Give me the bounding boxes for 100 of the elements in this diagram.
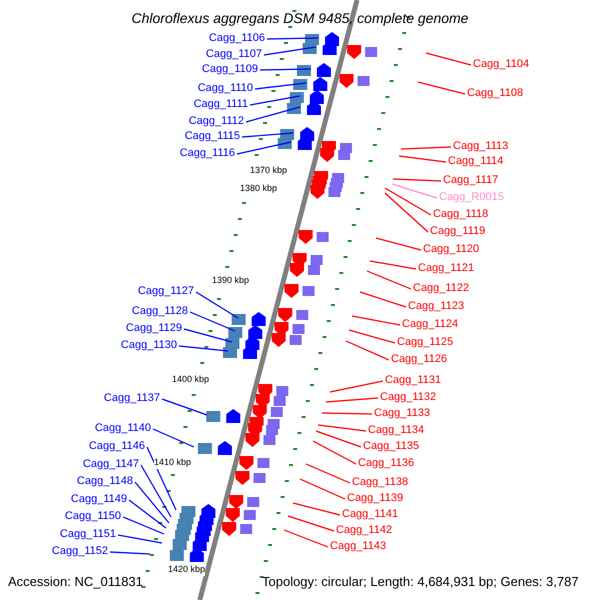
gene-label: Cagg_1127	[138, 285, 194, 298]
leader-line	[284, 529, 328, 548]
gene-label: Cagg_R0015	[439, 191, 504, 204]
gene-label: Cagg_1139	[347, 492, 404, 505]
gene-label: Cagg_1129	[126, 322, 182, 335]
gene-label: Cagg_1146	[88, 440, 145, 453]
leader-line	[118, 534, 162, 544]
gene-label: Cagg_1111	[194, 98, 248, 111]
gene-label: Cagg_1118	[433, 208, 488, 221]
leader-line	[190, 311, 236, 332]
gene-label: Cagg_1108	[467, 87, 524, 100]
gene-label: Cagg_1123	[408, 300, 464, 313]
leader-line	[398, 155, 446, 163]
leader-line	[288, 515, 334, 532]
gene-label: Cagg_1150	[64, 510, 121, 523]
leader-line	[348, 329, 396, 344]
leader-line	[384, 187, 432, 216]
gene-label: Cagg_1151	[60, 528, 116, 541]
gene-label: Cagg_1112	[188, 115, 244, 128]
gene-label: Cagg_1133	[374, 407, 430, 420]
gene-label: Cagg_1120	[423, 243, 480, 256]
leader-line	[392, 183, 438, 199]
leader-line	[266, 37, 318, 40]
gene-label: Cagg_1140	[94, 422, 151, 435]
leader-line	[360, 291, 406, 308]
gene-label: Cagg_1121	[418, 262, 474, 275]
leader-line	[392, 178, 442, 182]
gene-label: Cagg_1114	[448, 155, 504, 168]
leader-line	[326, 397, 378, 403]
gene-label: Cagg_1115	[184, 130, 240, 143]
gene-label: Cagg_1141	[342, 508, 398, 521]
gene-label: Cagg_1152	[52, 545, 108, 558]
gene-label: Cagg_1116	[180, 147, 235, 160]
leader-line	[184, 328, 232, 343]
gene-label: Cagg_1119	[430, 225, 486, 238]
gene-label: Cagg_1147	[82, 458, 139, 471]
leader-line	[178, 345, 228, 352]
leader-line	[366, 270, 412, 290]
leader-line	[292, 502, 340, 516]
accession-text: Accession: NC_011831	[8, 575, 143, 588]
leader-line	[134, 482, 170, 524]
leader-line	[376, 237, 422, 251]
genome-info-text: Topology: circular; Length: 4,684,931 bp; Genes: 3,787	[262, 575, 579, 588]
leader-line	[322, 412, 372, 415]
leader-line	[384, 192, 428, 232]
gene-label: Cagg_1106	[208, 32, 265, 45]
leader-line	[196, 291, 238, 319]
gene-label: Cagg_1138	[352, 476, 408, 489]
leader-line	[400, 146, 452, 150]
leader-line	[254, 82, 306, 90]
leader-line	[260, 68, 312, 71]
leader-line	[110, 551, 150, 555]
gene-label: Cagg_1113	[453, 140, 508, 153]
gene-label: Cagg_1132	[380, 391, 436, 404]
leader-line	[318, 424, 366, 432]
tick-label: 1410 kbp	[154, 456, 192, 469]
leader-line	[426, 52, 472, 66]
title: Chloroflexus aggregans DSM 9485, complete genome	[130, 10, 470, 27]
leader-line	[300, 478, 346, 500]
leader-line	[242, 132, 294, 138]
gene-label: Cagg_1104	[473, 58, 530, 71]
leader-line	[122, 516, 164, 535]
gene-label: Cagg_1142	[336, 524, 392, 537]
leader-line	[162, 398, 208, 416]
leader-line	[352, 315, 400, 326]
tick-label: 1420 kbp	[168, 563, 206, 576]
leader-line	[236, 141, 292, 155]
leader-line	[140, 464, 172, 518]
leader-line	[264, 46, 316, 56]
gene-label: Cagg_1107	[206, 48, 262, 61]
leader-line	[306, 463, 350, 484]
gene-label: Cagg_1134	[368, 424, 424, 437]
gene-label: Cagg_1109	[202, 63, 258, 76]
leader-line	[128, 500, 166, 528]
gene-label: Cagg_1131	[385, 374, 442, 387]
gene-label: Cagg_1117	[443, 174, 498, 187]
gene-label: Cagg_1149	[70, 493, 127, 506]
leader-line	[330, 380, 384, 393]
gene-label: Cagg_1125	[397, 336, 454, 349]
gene-label: Cagg_1110	[198, 82, 253, 95]
gene-label: Cagg_1126	[391, 353, 448, 366]
leader-line	[250, 95, 300, 106]
leader-line	[312, 440, 356, 465]
gene-label: Cagg_1128	[132, 305, 188, 318]
gene-label: Cagg_1137	[104, 392, 160, 405]
leader-line	[346, 340, 390, 361]
leader-line	[316, 430, 362, 448]
gene-label: Cagg_1148	[76, 475, 133, 488]
leader-line	[152, 428, 194, 448]
gene-label: Cagg_1135	[363, 440, 420, 453]
leader-line	[146, 446, 177, 510]
tick-label: 1400 kbp	[172, 373, 210, 386]
gene-label: Cagg_1122	[413, 282, 470, 295]
gene-label: Cagg_1130	[120, 339, 177, 352]
leader-line	[370, 260, 416, 270]
tick-label: 1390 kbp	[212, 274, 250, 287]
gene-label: Cagg_1136	[358, 457, 414, 470]
gene-label: Cagg_1143	[330, 540, 386, 553]
tick-label: 1380 kbp	[240, 182, 278, 195]
gene-label: Cagg_1124	[402, 318, 458, 331]
